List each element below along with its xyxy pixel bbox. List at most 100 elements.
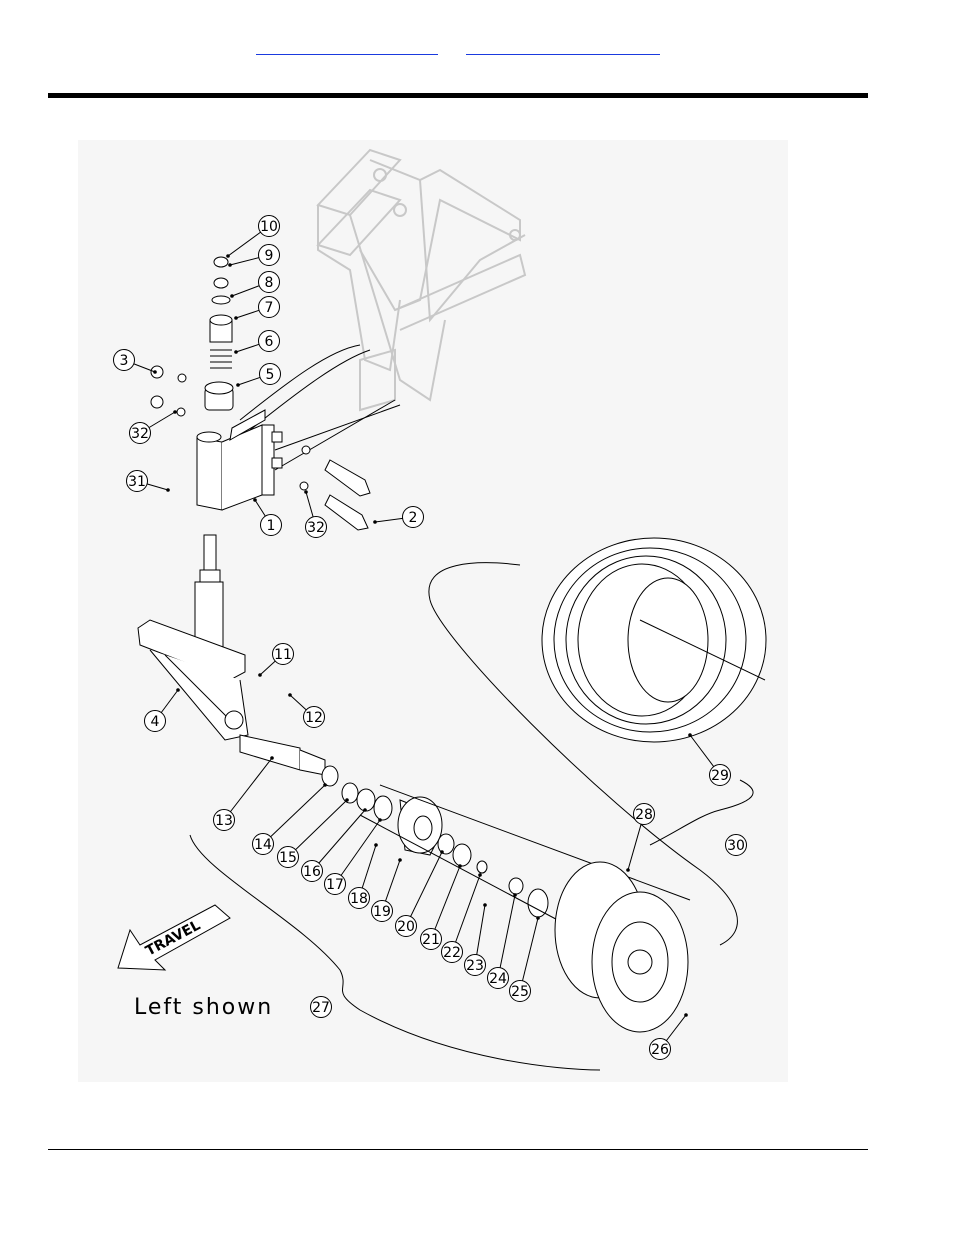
callout-leader-tip [440, 850, 444, 854]
callout-3: 3 [113, 349, 157, 374]
callout-30: 30 [725, 834, 747, 856]
callout-leader-tip [688, 733, 692, 737]
frame-outline [316, 148, 527, 412]
callout-18: 18 [348, 843, 378, 909]
callout-label: 27 [312, 1000, 330, 1016]
callout-leader [334, 819, 381, 885]
callout-leader-tip [173, 410, 177, 414]
callout-leader-tip [363, 808, 367, 812]
callout-bubble [633, 803, 655, 825]
callout-label: 2 [409, 510, 418, 526]
callout-leader [497, 894, 516, 979]
callout-label: 10 [260, 219, 278, 235]
callout-label: 32 [131, 426, 149, 442]
callout-label: 11 [274, 647, 292, 663]
callout-bubble [402, 506, 424, 528]
callout-leader-tip [478, 873, 482, 877]
callout-bubble [258, 244, 280, 266]
callout-bubble [259, 363, 281, 385]
callout-22: 22 [441, 873, 482, 963]
callout-leader-tip [513, 893, 517, 897]
callout-label: 21 [422, 932, 440, 948]
callout-leader-tip [234, 316, 238, 320]
callout-bubble [277, 846, 299, 868]
tire [541, 537, 767, 743]
callout-32: 32 [129, 410, 177, 444]
header-link-2[interactable] [466, 40, 660, 55]
wheel-arm [137, 619, 249, 741]
group-bracket-lines [189, 562, 754, 1071]
callout-label: 26 [651, 1042, 669, 1058]
callout-bubble [213, 809, 235, 831]
callout-label: 12 [305, 710, 323, 726]
callout-leader-tip [626, 868, 630, 872]
callout-leader-tip [270, 756, 274, 760]
callout-leader [287, 799, 348, 858]
wheel-rim [554, 861, 689, 1033]
callout-bubble [144, 710, 166, 732]
callout-leader-tip [378, 818, 382, 822]
callout-label: 7 [265, 300, 274, 316]
callout-label: 19 [373, 904, 391, 920]
callout-label: 6 [265, 334, 274, 350]
callout-label: 23 [466, 958, 484, 974]
callout-20: 20 [395, 850, 444, 937]
callout-label: 9 [265, 248, 274, 264]
callout-label: 30 [727, 838, 745, 854]
callout-label: 5 [266, 367, 275, 383]
callout-bubble [348, 887, 370, 909]
callout-label: 17 [326, 877, 344, 893]
callout-leader-tip [234, 350, 238, 354]
pivot-bracket [239, 344, 401, 471]
callout-leader-tip [236, 383, 240, 387]
callout-21: 21 [420, 864, 462, 950]
bolts [324, 459, 371, 531]
callout-label: 28 [635, 807, 653, 823]
callout-13: 13 [213, 756, 274, 831]
callout-label: 22 [443, 945, 461, 961]
callout-label: 15 [279, 850, 297, 866]
callout-leader-tip [253, 498, 257, 502]
callout-7: 7 [234, 296, 280, 320]
spindle-shaft [194, 534, 224, 648]
callout-8: 8 [230, 271, 280, 298]
callout-label: 31 [128, 474, 146, 490]
callout-bubble [301, 860, 323, 882]
callout-bubble [272, 643, 294, 665]
callout-label: 18 [350, 891, 368, 907]
callout-label: 1 [267, 518, 276, 534]
callout-25: 25 [509, 916, 540, 1002]
spindle-housing [196, 409, 283, 511]
callout-leader [223, 757, 273, 821]
callout-bubble [725, 834, 747, 856]
callout-label: 32 [307, 520, 325, 536]
callout-leader-tip [176, 688, 180, 692]
callout-27: 27 [310, 996, 332, 1018]
callout-label: 13 [215, 813, 233, 829]
callout-bubble [258, 330, 280, 352]
header-link-1[interactable] [256, 40, 438, 55]
callout-26: 26 [649, 1013, 688, 1060]
callout-29: 29 [688, 733, 731, 786]
header-rule [48, 93, 868, 98]
callout-2: 2 [373, 506, 424, 528]
callout-23: 23 [464, 903, 487, 976]
callout-label: 4 [151, 714, 160, 730]
callout-leader-tip [258, 673, 262, 677]
callout-bubble [420, 928, 442, 950]
callout-leader [430, 865, 461, 940]
callout-1: 1 [253, 498, 282, 536]
callout-15: 15 [277, 798, 349, 868]
callout-label: 25 [511, 984, 529, 1000]
callout-leader-tip [373, 520, 377, 524]
callout-leader-tip [323, 783, 327, 787]
callout-leader-tip [230, 294, 234, 298]
callout-leader-tip [374, 843, 378, 847]
callout-leader-tip [684, 1013, 688, 1017]
callout-12: 12 [288, 693, 325, 728]
callout-bubble [258, 296, 280, 318]
callout-leader-tip [458, 864, 462, 868]
callout-28: 28 [626, 803, 655, 872]
